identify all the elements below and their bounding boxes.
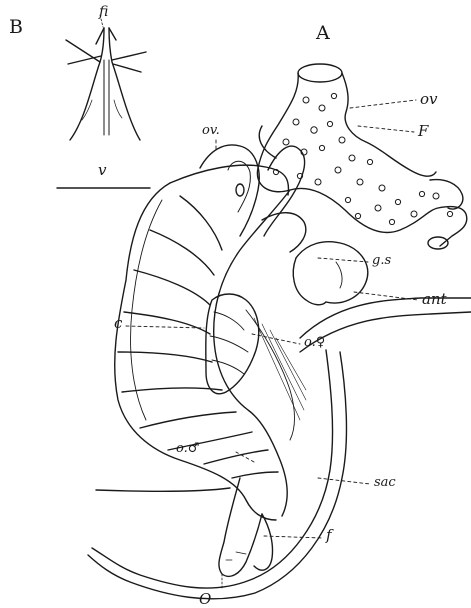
panel-a-letter: A	[316, 24, 330, 43]
label-sac: sac	[374, 476, 396, 489]
upper-organs	[200, 145, 368, 440]
label-fi: fi	[99, 5, 108, 19]
sac-wall-outer	[92, 350, 333, 588]
label-v: v	[98, 163, 106, 178]
outer-tissue-line-inner	[300, 312, 471, 352]
label-f: f	[326, 528, 332, 543]
label-ant: ant	[422, 292, 447, 307]
label-o-male: o.♂	[176, 442, 199, 455]
label-c: c	[114, 316, 122, 331]
panel-b-letter: B	[9, 18, 23, 37]
label-ov-left: ov.	[202, 124, 220, 137]
label-F: F	[418, 124, 428, 139]
label-ov-top: ov	[420, 92, 438, 107]
parasite-body	[115, 165, 290, 590]
label-gs: g.s	[372, 254, 391, 267]
label-O: O	[199, 592, 211, 607]
label-o-female: o.♀	[304, 336, 325, 349]
